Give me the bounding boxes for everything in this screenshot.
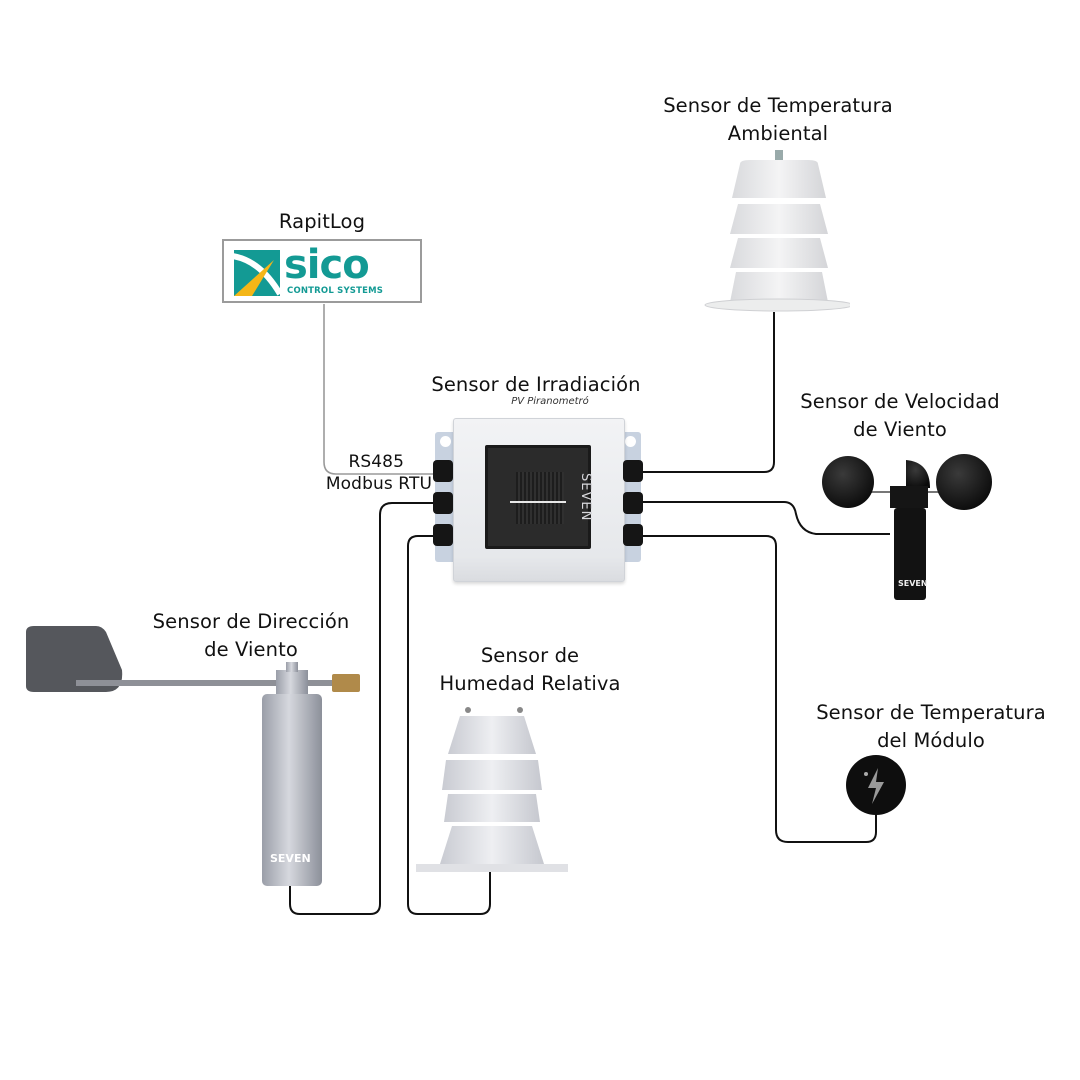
hub-brand: SEVEN [578,473,593,522]
logo-wordmark: sico [284,242,370,288]
humidity-label: Sensor de Humedad Relativa [410,642,650,698]
temp-ambient-label: Sensor de Temperatura Ambiental [628,92,928,148]
wind-direction-label: Sensor de Dirección de Viento [126,608,376,664]
label-line: Ambiental [727,122,829,145]
protocol-rs485: RS485 [348,452,404,472]
solar-cell-strip [510,501,566,503]
label-line: de Viento [853,418,947,441]
protocol-modbus: Modbus RTU [325,474,432,494]
lightning-icon [868,768,884,804]
label-line: Sensor de Velocidad [800,390,1000,413]
cable-gland [433,524,453,546]
anemometer-icon[interactable]: SEVEN [818,452,998,604]
cable-module-temp [636,535,877,843]
cable-wind-direction [289,502,440,915]
cable-wind-speed [636,501,890,535]
anemometer-brand: SEVEN [898,579,928,588]
cable-gland [623,524,643,546]
vane-brand: SEVEN [270,852,311,865]
wind-speed-label: Sensor de Velocidad de Viento [770,388,1030,444]
label-line: del Módulo [877,729,985,752]
label-line: de Viento [204,638,298,661]
irradiance-sensor[interactable]: SEVEN [433,418,643,584]
logo-tagline: CONTROL SYSTEMS [287,286,384,296]
hub-label: Sensor de Irradiación [431,373,641,396]
module-temp-sensor-icon[interactable] [840,754,912,816]
protocol-label: RS485 Modbus RTU [300,451,432,495]
solar-cell [516,472,564,524]
pyranometer-window [485,445,591,549]
logger-label: RapitLog [278,210,366,233]
cable-rs485-logger [323,304,440,475]
temp-ambient-sensor-icon[interactable] [700,148,850,318]
cable-gland [433,492,453,514]
module-temp-label: Sensor de Temperatura del Módulo [786,699,1076,755]
hub-sublabel: PV Piranometró [511,396,589,407]
label-line: Sensor de Temperatura [816,701,1046,724]
flange-hole [440,436,451,447]
label-line: Sensor de Temperatura [663,94,893,117]
flange-hole [625,436,636,447]
cable-humidity [407,535,491,915]
label-line: Sensor de Dirección [152,610,350,633]
wind-vane-icon[interactable]: SEVEN [22,624,372,890]
humidity-sensor-icon[interactable] [412,704,572,876]
sico-logo-mark-icon [234,250,280,296]
label-line: Humedad Relativa [439,672,621,695]
logger-device[interactable]: sico CONTROL SYSTEMS [222,239,422,303]
cable-temp-ambient [636,312,775,473]
cable-gland [623,492,643,514]
label-line: Sensor de [480,644,580,667]
cable-gland [433,460,453,482]
cable-gland [623,460,643,482]
